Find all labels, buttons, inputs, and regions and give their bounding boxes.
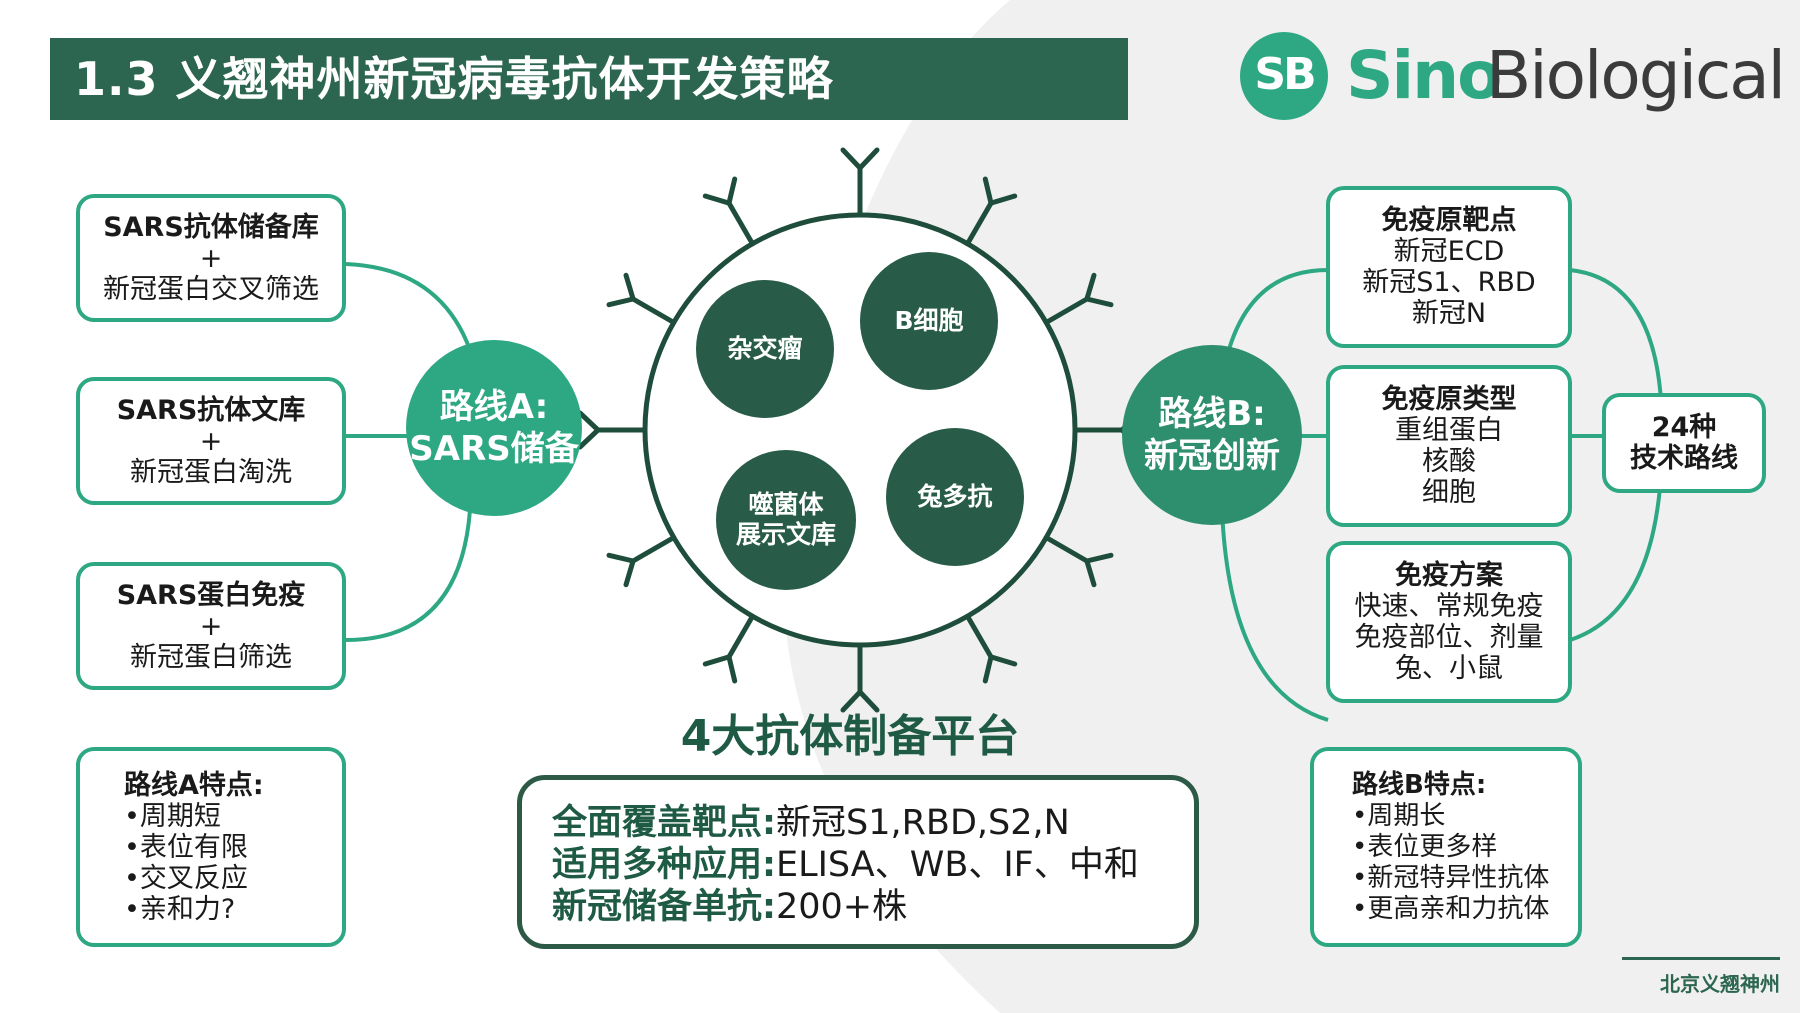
route-b-features-box: 路线B特点: •周期长 •表位更多样 •新冠特异性抗体 •更高亲和力抗体: [1310, 747, 1582, 947]
platform-b-cell-label: B细胞: [894, 306, 964, 335]
platform-rabbit-polyclonal: 兔多抗: [886, 428, 1024, 566]
summary-label: 适用多种应用:: [552, 845, 776, 885]
page-title: 1.3 义翘神州新冠病毒抗体开发策略: [50, 38, 1128, 120]
feature-item: •交叉反应: [124, 862, 248, 894]
platform-phage-label-2: 展示文库: [735, 520, 836, 549]
tech-routes-box: 24种 技术路线: [1602, 393, 1766, 493]
tech-routes-label: 技术路线: [1630, 443, 1738, 474]
left-box-sars-protein-immunization: SARS蛋白免疫 + 新冠蛋白筛选: [76, 562, 346, 690]
features-title: 路线B特点:: [1352, 769, 1487, 800]
platform-hybridoma: 杂交瘤: [696, 280, 834, 418]
box-subtitle: 新冠蛋白淘洗: [130, 456, 292, 488]
summary-label: 全面覆盖靶点:: [552, 803, 776, 843]
feature-item: •亲和力?: [124, 893, 236, 925]
tech-routes-count: 24种: [1651, 412, 1717, 443]
box-plus: +: [199, 242, 223, 274]
platform-b-cell: B细胞: [860, 252, 998, 390]
box-line: 免疫部位、剂量: [1354, 622, 1544, 653]
box-line: 兔、小鼠: [1395, 653, 1503, 684]
platform-hybridoma-label: 杂交瘤: [727, 334, 803, 363]
route-a-circle: 路线A: SARS储备: [406, 340, 582, 516]
box-line: 新冠N: [1411, 298, 1487, 329]
feature-item: •表位更多样: [1352, 831, 1498, 862]
feature-item: •周期短: [124, 800, 221, 832]
summary-row: 适用多种应用:ELISA、WB、IF、中和: [552, 844, 1194, 886]
left-box-sars-antibody-library: SARS抗体文库 + 新冠蛋白淘洗: [76, 377, 346, 505]
box-title: SARS蛋白免疫: [116, 579, 306, 611]
route-b-name: 新冠创新: [1144, 436, 1280, 476]
feature-item: •更高亲和力抗体: [1352, 893, 1550, 924]
box-title: 免疫原类型: [1381, 384, 1517, 415]
left-box-sars-antibody-bank: SARS抗体储备库 + 新冠蛋白交叉筛选: [76, 194, 346, 322]
route-a-name: SARS储备: [409, 429, 579, 469]
right-box-immunogen-type: 免疫原类型 重组蛋白 核酸 细胞: [1326, 365, 1572, 527]
platforms-title: 4大抗体制备平台: [680, 711, 1020, 762]
feature-item: •新冠特异性抗体: [1352, 862, 1550, 893]
box-title: SARS抗体储备库: [103, 211, 319, 243]
platform-phage-display: 噬菌体 展示文库: [716, 450, 856, 590]
summary-value: 新冠S1,RBD,S2,N: [776, 803, 1070, 843]
box-plus: +: [199, 610, 223, 642]
logo-badge: SB: [1240, 32, 1328, 120]
box-line: 细胞: [1422, 477, 1476, 508]
route-a-label: 路线A:: [439, 387, 549, 427]
box-subtitle: 新冠蛋白交叉筛选: [103, 273, 319, 305]
box-title: SARS抗体文库: [116, 394, 306, 426]
summary-row: 全面覆盖靶点:新冠S1,RBD,S2,N: [552, 802, 1194, 844]
footer-divider: [1622, 957, 1780, 960]
logo-biological-text: Biological: [1486, 37, 1786, 114]
box-title: 免疫方案: [1395, 560, 1503, 591]
box-line: 核酸: [1422, 446, 1476, 477]
sino-biological-logo: SB Sino Biological: [1240, 26, 1786, 126]
summary-label: 新冠储备单抗:: [552, 887, 776, 927]
features-title: 路线A特点:: [124, 769, 264, 801]
box-subtitle: 新冠蛋白筛选: [130, 641, 292, 673]
summary-value: ELISA、WB、IF、中和: [776, 845, 1139, 885]
platform-phage-label-1: 噬菌体: [748, 490, 824, 519]
platform-rabbit-label: 兔多抗: [917, 482, 993, 511]
summary-row: 新冠储备单抗:200+株: [552, 886, 1194, 928]
route-a-features-box: 路线A特点: •周期短 •表位有限 •交叉反应 •亲和力?: [76, 747, 346, 947]
box-plus: +: [199, 425, 223, 457]
route-b-circle: 路线B: 新冠创新: [1122, 345, 1302, 525]
footer-company: 北京义翘神州: [1660, 972, 1780, 996]
box-title: 免疫原靶点: [1381, 205, 1517, 236]
summary-value: 200+株: [776, 887, 908, 927]
right-box-immunization-scheme: 免疫方案 快速、常规免疫 免疫部位、剂量 兔、小鼠: [1326, 541, 1572, 703]
box-line: 新冠S1、RBD: [1362, 267, 1536, 298]
logo-sino-text: Sino: [1346, 37, 1502, 114]
box-line: 新冠ECD: [1393, 236, 1505, 267]
right-box-immunogen-target: 免疫原靶点 新冠ECD 新冠S1、RBD 新冠N: [1326, 186, 1572, 348]
route-b-label: 路线B:: [1158, 394, 1266, 434]
box-line: 快速、常规免疫: [1354, 591, 1544, 622]
feature-item: •表位有限: [124, 831, 248, 863]
summary-box: 全面覆盖靶点:新冠S1,RBD,S2,N 适用多种应用:ELISA、WB、IF、…: [517, 775, 1199, 949]
feature-item: •周期长: [1352, 800, 1446, 831]
box-line: 重组蛋白: [1395, 415, 1503, 446]
